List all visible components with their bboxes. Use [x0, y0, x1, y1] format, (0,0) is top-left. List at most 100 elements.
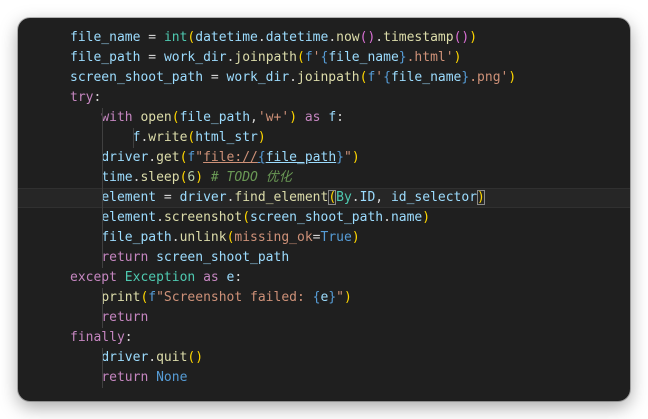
code-token: as: [203, 270, 219, 285]
code-token: (: [242, 210, 251, 225]
code-line[interactable]: return: [18, 308, 630, 328]
code-token: .: [226, 50, 235, 65]
code-line[interactable]: return screen_shoot_path: [18, 248, 630, 268]
code-token: ): [469, 30, 478, 45]
code-token: :: [93, 90, 102, 105]
code-token: # TODO 优化: [210, 170, 292, 185]
code-token: screen_shoot_path: [250, 210, 384, 225]
code-line[interactable]: with open(file_path,'w+') as f:: [18, 108, 630, 128]
code-token: ): [461, 30, 470, 45]
code-token: f: [367, 70, 376, 85]
code-token: ): [453, 50, 462, 65]
code-token: return: [101, 370, 149, 385]
code-line[interactable]: driver.get(f"file://{file_path}"): [18, 148, 630, 168]
code-token: ): [343, 290, 352, 305]
code-token: driver: [101, 350, 149, 365]
code-token: {: [383, 70, 391, 85]
code-token: datetime: [195, 30, 258, 45]
code-token: .: [351, 190, 360, 205]
code-line[interactable]: file_path.unlink(missing_ok=True): [18, 228, 630, 248]
code-line[interactable]: screen_shoot_path = work_dir.joinpath(f'…: [18, 68, 630, 88]
code-token: f: [328, 110, 337, 125]
code-token: return: [101, 310, 149, 325]
code-token: .: [257, 30, 266, 45]
code-token: ": [195, 150, 204, 165]
code-token: [297, 110, 305, 125]
code-token: ,: [375, 190, 391, 205]
code-token: ): [477, 190, 485, 205]
code-token: .: [148, 350, 157, 365]
code-token: find_element: [234, 190, 329, 205]
indent-guide: [133, 128, 134, 148]
code-line[interactable]: except Exception as e:: [18, 268, 630, 288]
code-token: screen_shoot_path: [148, 250, 290, 265]
code-token: .: [171, 230, 180, 245]
code-token: unlink: [179, 230, 227, 245]
code-token: ): [367, 30, 376, 45]
code-token: }: [336, 150, 344, 165]
code-line[interactable]: return None: [18, 368, 630, 388]
code-token: :: [336, 110, 344, 125]
code-token: (: [226, 230, 235, 245]
code-token: f: [187, 150, 196, 165]
code-line[interactable]: driver.quit(): [18, 348, 630, 368]
code-token: .: [148, 150, 157, 165]
code-token: return: [101, 250, 149, 265]
code-token: ): [508, 70, 517, 85]
code-token: (: [179, 170, 188, 185]
code-token: element: [101, 190, 157, 205]
code-token: [195, 270, 203, 285]
code-area[interactable]: file_name = int(datetime.datetime.now().…: [18, 28, 630, 388]
code-token: (: [187, 30, 196, 45]
code-line[interactable]: finally:: [18, 328, 630, 348]
code-token: Exception: [124, 270, 196, 285]
code-token: ": [343, 150, 352, 165]
code-line[interactable]: try:: [18, 88, 630, 108]
code-line[interactable]: time.sleep(6) # TODO 优化: [18, 168, 630, 188]
code-token: =: [140, 30, 164, 45]
code-token: write: [148, 130, 188, 145]
code-token: :: [234, 270, 243, 285]
code-token: =: [203, 70, 227, 85]
code-token: get: [156, 150, 180, 165]
code-token: =: [312, 230, 321, 245]
code-token: {: [320, 50, 329, 65]
code-line-current[interactable]: element = driver.find_element(By.ID, id_…: [18, 188, 630, 208]
code-token: file_path: [179, 110, 251, 125]
code-token: [148, 370, 156, 385]
code-token: .: [132, 170, 141, 185]
code-line[interactable]: file_name = int(datetime.datetime.now().…: [18, 28, 630, 48]
indent-guide: [102, 208, 103, 228]
code-token: ): [257, 130, 266, 145]
code-line[interactable]: element.screenshot(screen_shoot_path.nam…: [18, 208, 630, 228]
code-token: None: [156, 370, 188, 385]
indent-guide: [102, 348, 103, 368]
indent-guide: [102, 188, 103, 208]
indent-guide: [102, 248, 103, 268]
code-line[interactable]: f.write(html_str): [18, 128, 630, 148]
code-token: 6: [187, 170, 196, 185]
code-line[interactable]: file_path = work_dir.joinpath(f'{file_na…: [18, 48, 630, 68]
code-token: joinpath: [234, 50, 298, 65]
code-token: (: [359, 70, 368, 85]
code-token: .: [375, 30, 384, 45]
code-token: .: [140, 130, 149, 145]
code-token: =: [140, 50, 164, 65]
code-token: ): [351, 230, 360, 245]
code-line[interactable]: print(f"Screenshot failed: {e}"): [18, 288, 630, 308]
code-token: .png': [469, 70, 509, 85]
code-token: ): [195, 170, 204, 185]
code-token: driver: [179, 190, 227, 205]
code-token: ': [375, 70, 384, 85]
code-token: }: [398, 50, 407, 65]
code-token: ID: [359, 190, 376, 205]
code-token: sleep: [140, 170, 180, 185]
indent-guide: [102, 108, 103, 128]
code-token: print: [101, 290, 141, 305]
code-token: }: [461, 70, 470, 85]
code-token: datetime: [265, 30, 329, 45]
code-token: element: [101, 210, 157, 225]
code-token: .: [289, 70, 297, 85]
code-token: html_str: [195, 130, 258, 145]
code-token: ): [422, 210, 431, 225]
